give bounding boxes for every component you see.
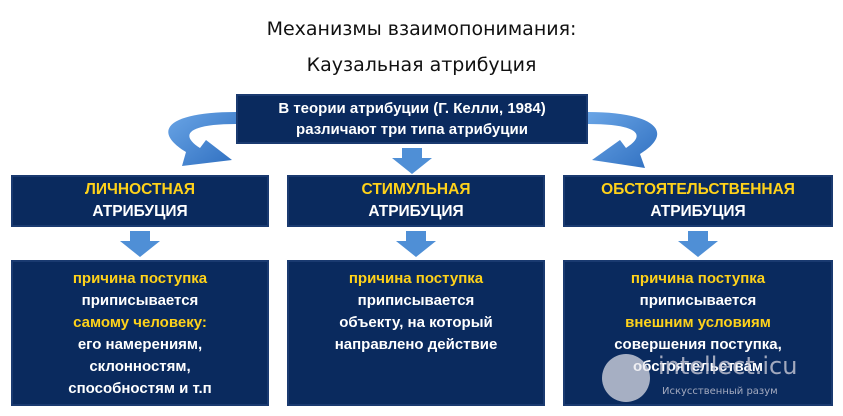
center-down-arrow-icon bbox=[392, 148, 432, 174]
desc-line: причина поступка bbox=[72, 270, 208, 287]
category-circumstantial-subtitle: АТРИБУЦИЯ bbox=[650, 203, 746, 220]
description-circumstantial: причина поступка приписывается внешним у… bbox=[563, 260, 833, 406]
description-stimulus: причина поступка приписывается объекту, … bbox=[287, 260, 545, 406]
desc-line: склонностям, bbox=[89, 358, 191, 375]
category-circumstantial: ОБСТОЯТЕЛЬСТВЕННАЯ АТРИБУЦИЯ bbox=[563, 175, 833, 227]
right-curved-arrow-icon bbox=[588, 112, 658, 168]
desc-line: причина поступка bbox=[348, 270, 484, 287]
desc-line: объекту, на который bbox=[339, 314, 493, 331]
desc-line: самому человеку: bbox=[73, 314, 207, 331]
category-personal-subtitle: АТРИБУЦИЯ bbox=[92, 203, 188, 220]
desc-line: приписывается bbox=[81, 292, 199, 309]
slide-title-line2: Каузальная атрибуция bbox=[306, 54, 537, 76]
category-stimulus: СТИМУЛЬНАЯ АТРИБУЦИЯ bbox=[287, 175, 545, 227]
description-personal: причина поступка приписывается самому че… bbox=[11, 260, 269, 406]
desc-line: приписывается bbox=[357, 292, 475, 309]
down-arrow-2-icon bbox=[396, 231, 436, 257]
category-circumstantial-title: ОБСТОЯТЕЛЬСТВЕННАЯ bbox=[601, 181, 795, 198]
intro-box: В теории атрибуции (Г. Келли, 1984) разл… bbox=[236, 94, 588, 144]
category-personal-title: ЛИЧНОСТНАЯ bbox=[85, 181, 195, 198]
desc-line: направлено действие bbox=[334, 336, 498, 353]
intro-line2: различают три типа атрибуции bbox=[296, 121, 528, 138]
left-curved-arrow-icon bbox=[168, 112, 236, 166]
intro-line1: В теории атрибуции (Г. Келли, 1984) bbox=[278, 100, 546, 117]
desc-line: причина поступка bbox=[630, 270, 766, 287]
desc-line: его намерениям, bbox=[77, 336, 203, 353]
desc-line: приписывается bbox=[639, 292, 757, 309]
category-personal: ЛИЧНОСТНАЯ АТРИБУЦИЯ bbox=[11, 175, 269, 227]
desc-line: способностям и т.п bbox=[68, 380, 212, 397]
desc-line: обстоятельствам bbox=[632, 358, 764, 375]
desc-line: совершения поступка, bbox=[614, 336, 782, 353]
slide-title-line1: Механизмы взаимопонимания: bbox=[266, 18, 577, 40]
category-stimulus-title: СТИМУЛЬНАЯ bbox=[361, 181, 471, 198]
down-arrow-1-icon bbox=[120, 231, 160, 257]
desc-line: внешним условиям bbox=[625, 314, 771, 331]
down-arrow-3-icon bbox=[678, 231, 718, 257]
category-stimulus-subtitle: АТРИБУЦИЯ bbox=[368, 203, 464, 220]
